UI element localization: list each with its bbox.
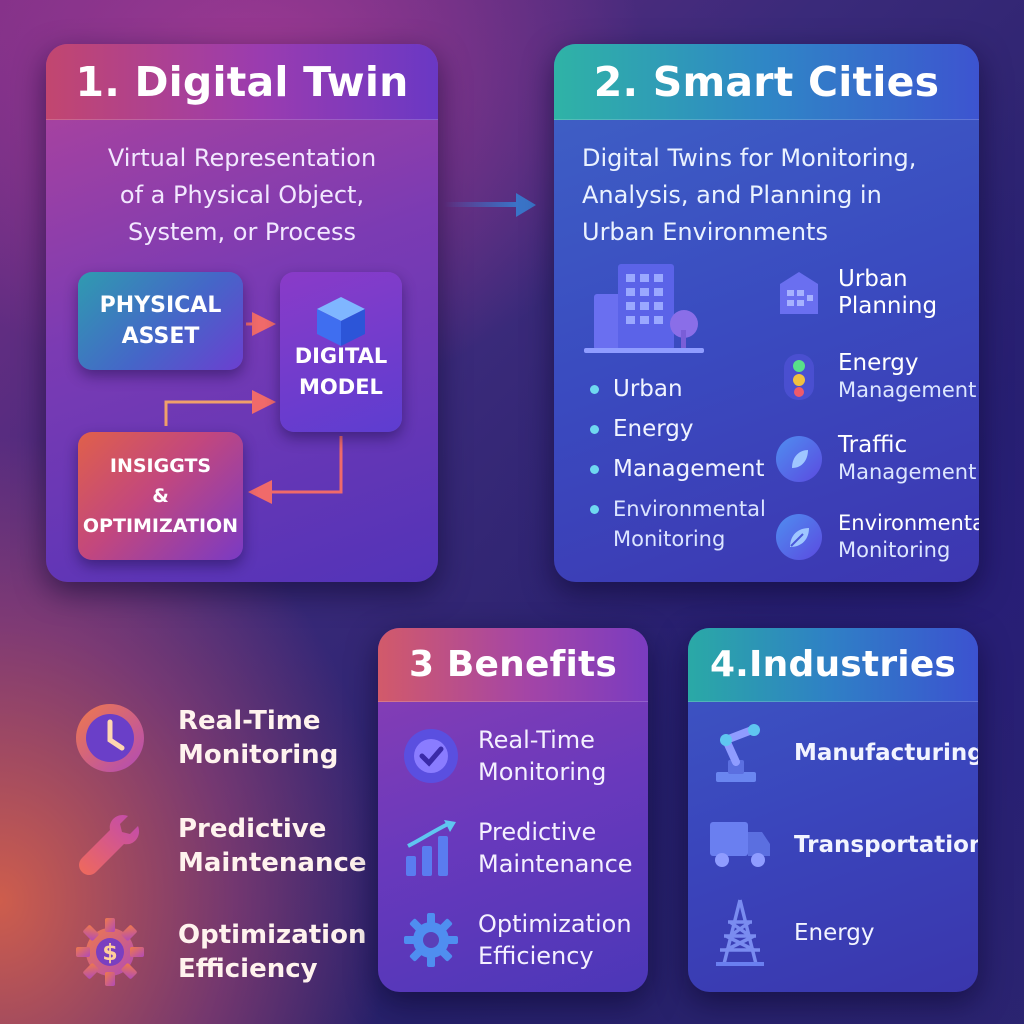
bullet-dot [590, 425, 599, 434]
bullet-dot [590, 465, 599, 474]
benefits-panel: 3 Benefits Real-Time Monitoring Predicti… [378, 628, 648, 992]
clock-icon [76, 704, 144, 772]
arrow-insights-to-digital [164, 390, 276, 426]
insights-optimization-node: INSIGGTS & OPTIMIZATION [78, 432, 243, 560]
smart-cities-panel: 2. Smart Cities Digital Twins for Monito… [554, 44, 979, 582]
digital-twin-subtitle: Virtual Representation of a Physical Obj… [107, 144, 377, 246]
leaf-circle-icon [776, 514, 822, 560]
gear-icon [404, 913, 458, 967]
city-buildings-icon [584, 264, 704, 353]
list-item: Energy [590, 414, 770, 444]
left-item-optimization: $ Optimization Efficiency [72, 914, 366, 990]
bullet-dot [590, 385, 599, 394]
bullet-dot [590, 505, 599, 514]
truck-icon [710, 822, 770, 867]
flow-arrows [164, 312, 343, 504]
wrench-icon [79, 814, 140, 875]
benefit-item-real-time: Real-Time Monitoring [402, 724, 606, 788]
list-item: Urban [590, 374, 770, 404]
check-circle-icon [404, 729, 458, 783]
dollar-gear-icon: $ [76, 918, 144, 986]
smart-cities-bullets: Urban Energy Management Environmental Mo… [590, 374, 770, 564]
robot-arm-icon [716, 724, 760, 782]
industry-item-energy: Energy [708, 898, 875, 968]
left-item-real-time: Real-Time Monitoring [72, 700, 338, 776]
industries-panel: 4.Industries Manufacturing Transportatio… [688, 628, 978, 992]
benefits-title: 3 Benefits [378, 628, 648, 702]
industry-item-manufacturing: Manufacturing [708, 722, 978, 784]
industries-title: 4.Industries [688, 628, 978, 702]
benefit-item-predictive: Predictive Maintenance [402, 816, 633, 880]
cube-icon [317, 297, 365, 346]
physical-asset-node: PHYSICAL ASSET [78, 272, 243, 370]
smart-cities-title: 2. Smart Cities [554, 44, 979, 120]
bar-trend-icon [406, 820, 456, 876]
power-tower-icon [716, 899, 764, 966]
digital-twin-title: 1. Digital Twin [46, 44, 438, 120]
benefit-item-optimization: Optimization Efficiency [402, 908, 632, 972]
list-item: Management [590, 454, 770, 484]
digital-twin-panel: 1. Digital Twin Virtual Representation o… [46, 44, 438, 582]
traffic-light-icon [784, 354, 814, 400]
left-item-predictive: Predictive Maintenance [72, 808, 367, 884]
industry-item-transportation: Transportation [708, 816, 978, 874]
arrow-digital-to-insights [248, 436, 343, 504]
svg-text:$: $ [102, 941, 117, 966]
digital-model-node: DIGITAL MODEL [280, 272, 402, 432]
connector-arrow [444, 193, 536, 217]
list-item: Environmental Monitoring [590, 494, 770, 554]
smart-cities-subtitle: Digital Twins for Monitoring, Analysis, … [582, 144, 917, 246]
building-plan-icon [776, 270, 822, 316]
leaf-icon [776, 436, 822, 482]
